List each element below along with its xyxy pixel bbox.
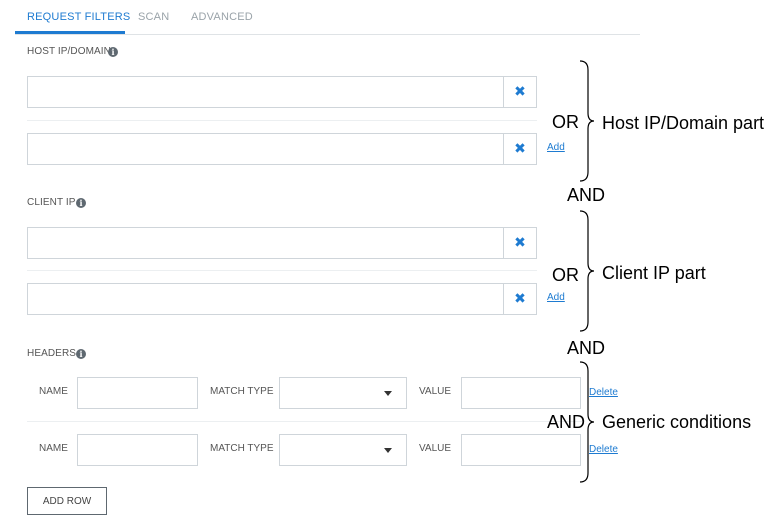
chevron-down-icon [384, 448, 392, 453]
brace-generic [579, 361, 595, 483]
annotation-client-part: Client IP part [602, 263, 706, 283]
clear-icon[interactable]: ✖ [503, 133, 537, 165]
delete-link-2[interactable]: Delete [589, 444, 618, 455]
clear-icon[interactable]: ✖ [503, 283, 537, 315]
clear-icon[interactable]: ✖ [503, 227, 537, 259]
add-row-button[interactable]: ADD ROW [27, 487, 107, 515]
client-input-2[interactable] [27, 283, 504, 315]
match-type-label: MATCH TYPE [210, 386, 274, 397]
match-type-label: MATCH TYPE [210, 443, 274, 454]
headers-section-label: HEADERS [27, 348, 77, 359]
name-label: NAME [39, 386, 68, 397]
host-add-link[interactable]: Add [547, 142, 565, 153]
match-type-select-2[interactable] [279, 434, 407, 466]
name-label: NAME [39, 443, 68, 454]
annotation-and-1: AND [567, 185, 606, 205]
client-input-1[interactable] [27, 227, 504, 259]
row-divider [27, 421, 582, 422]
tab-scan[interactable]: SCAN [138, 11, 170, 23]
value-label: VALUE [419, 386, 452, 397]
info-icon[interactable]: i [108, 47, 118, 57]
header-name-input-2[interactable] [77, 434, 198, 466]
annotation-host-part: Host IP/Domain part [602, 113, 765, 133]
annotation-or-1: OR [552, 112, 579, 132]
row-divider [27, 270, 537, 271]
annotation-generic: Generic conditions [602, 412, 752, 432]
clear-icon[interactable]: ✖ [503, 76, 537, 108]
chevron-down-icon [384, 391, 392, 396]
host-input-1[interactable] [27, 76, 504, 108]
annotation-or-2: OR [552, 265, 579, 285]
header-value-input-1[interactable] [461, 377, 581, 409]
row-divider [27, 120, 537, 121]
delete-link-1[interactable]: Delete [589, 387, 618, 398]
annotation-and-2: AND [567, 338, 606, 358]
brace-host [579, 60, 595, 182]
header-value-input-2[interactable] [461, 434, 581, 466]
match-type-select-1[interactable] [279, 377, 407, 409]
header-name-input-1[interactable] [77, 377, 198, 409]
host-section-label: HOST IP/DOMAIN [27, 46, 112, 57]
value-label: VALUE [419, 443, 452, 454]
info-icon[interactable]: i [76, 198, 86, 208]
annotation-and-3: AND [547, 412, 586, 432]
client-add-link[interactable]: Add [547, 292, 565, 303]
tab-bar: REQUEST FILTERS SCAN ADVANCED [15, 0, 640, 35]
client-section-label: CLIENT IP [27, 197, 76, 208]
active-tab-indicator [15, 31, 125, 34]
tab-advanced[interactable]: ADVANCED [191, 11, 253, 23]
tab-request-filters[interactable]: REQUEST FILTERS [27, 11, 131, 23]
info-icon[interactable]: i [76, 349, 86, 359]
host-input-2[interactable] [27, 133, 504, 165]
brace-client [579, 210, 595, 332]
